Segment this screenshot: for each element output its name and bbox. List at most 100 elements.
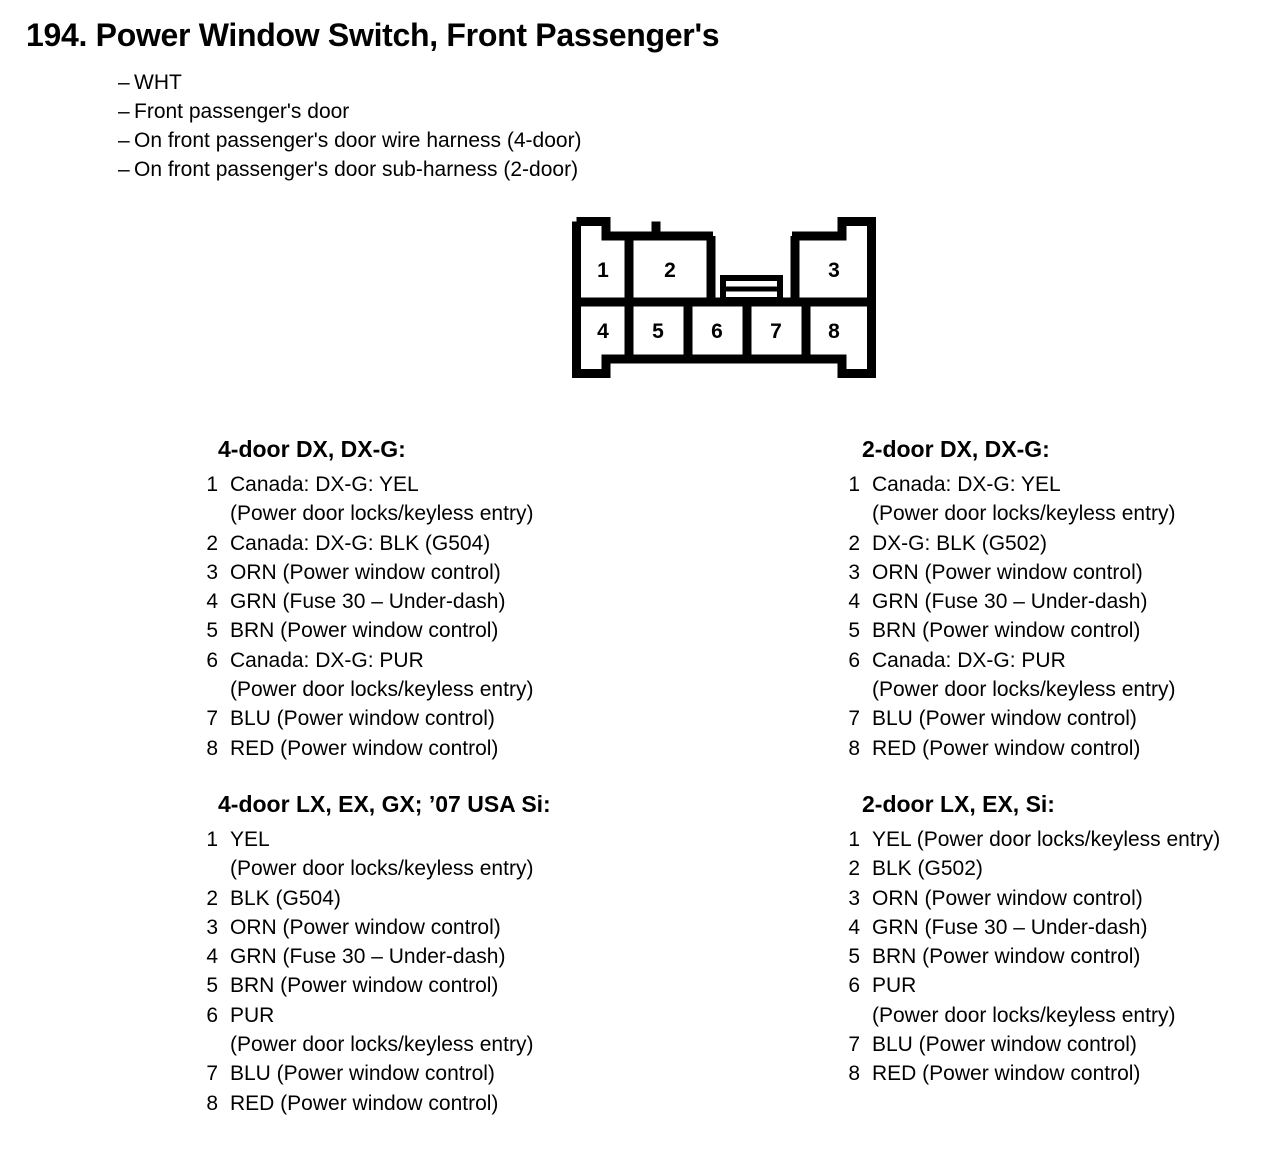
pin-description: Canada: DX-G: PUR	[872, 648, 1066, 672]
pin-description: BLK (G504)	[230, 886, 341, 910]
pin-description: ORN (Power window control)	[872, 886, 1143, 910]
connector-pin-numbers: 1 2 3 4 5 6 7 8	[597, 259, 840, 343]
pin-number: 7	[206, 707, 218, 731]
pin-description: Canada: DX-G: YEL	[230, 473, 419, 496]
pin-description: ORN (Power window control)	[872, 560, 1143, 584]
pin-number: 1	[848, 473, 860, 496]
connector-detail-list: –WHT–Front passenger's door–On front pas…	[118, 68, 582, 184]
pin-description: GRN (Fuse 30 – Under-dash)	[230, 590, 506, 614]
pin-row: 7 BLU (Power window control)	[196, 704, 533, 733]
dash-icon: –	[118, 158, 130, 181]
pin-row: 4 GRN (Fuse 30 – Under-dash)	[838, 587, 1175, 616]
pin-description: BRN (Power window control)	[872, 619, 1141, 643]
page-title: 194. Power Window Switch, Front Passenge…	[26, 17, 720, 53]
pin-number: 8	[848, 1062, 860, 1086]
detail-text: On front passenger's door sub-harness (2…	[134, 158, 579, 181]
detail-line: –Front passenger's door	[118, 97, 582, 126]
detail-line: –On front passenger's door wire harness …	[118, 126, 582, 155]
pin-row: 2 Canada: DX-G: BLK (G504)	[196, 529, 533, 558]
pin-description: ORN (Power window control)	[230, 915, 501, 939]
pin-number: 2	[206, 886, 218, 910]
detail-text: On front passenger's door wire harness (…	[134, 129, 582, 152]
locking-tab-icon	[720, 275, 783, 303]
pin-number: 1	[206, 473, 218, 496]
pin-number: 3	[206, 915, 218, 939]
pin-number: 4	[206, 590, 218, 614]
pin-description: BLU (Power window control)	[872, 707, 1137, 731]
pin-description: RED (Power window control)	[230, 1091, 499, 1115]
connector-bottom-cell-dividers	[624, 302, 811, 359]
pin-description: BLU (Power window control)	[230, 707, 495, 731]
pin-number: 2	[206, 531, 218, 555]
section-heading: 2-door DX, DX-G:	[862, 436, 1050, 462]
pin-description: BLK (G502)	[872, 857, 983, 881]
pin-number: 4	[206, 945, 218, 969]
pin-row: 3 ORN (Power window control)	[196, 913, 551, 942]
pin-row: 1 Canada: DX-G: YEL	[838, 470, 1175, 499]
pin-number: 4	[848, 915, 860, 939]
pin-description-continued: (Power door locks/keyless entry)	[230, 857, 534, 881]
pin-row: 7 BLU (Power window control)	[838, 704, 1175, 733]
pin-list: 1 Canada: DX-G: YEL (Power door locks/keyl…	[196, 470, 533, 763]
pin-number: 7	[848, 1033, 860, 1057]
pin-list: 1 Canada: DX-G: YEL (Power door locks/keyl…	[838, 470, 1175, 763]
detail-text: Front passenger's door	[134, 100, 350, 123]
pin-description: RED (Power window control)	[872, 736, 1141, 760]
pin-number: 5	[848, 945, 860, 969]
pin-number: 8	[206, 1091, 218, 1115]
detail-line: –WHT	[118, 68, 582, 97]
pin-number: 5	[206, 974, 218, 998]
pin-description: Canada: DX-G: YEL	[872, 473, 1061, 496]
pin-description: BRN (Power window control)	[230, 619, 499, 643]
pin-label-5: 5	[652, 320, 664, 343]
pin-label-3: 3	[828, 259, 840, 282]
pin-number: 6	[206, 648, 218, 672]
dash-icon: –	[118, 100, 130, 123]
pin-label-2: 2	[664, 259, 676, 282]
pin-label-1: 1	[597, 259, 609, 282]
pin-number: 6	[848, 974, 860, 998]
pin-description: RED (Power window control)	[230, 736, 499, 760]
pin-description: YEL	[230, 828, 270, 851]
dash-icon: –	[118, 129, 130, 152]
pin-number: 4	[848, 590, 860, 614]
detail-text: WHT	[134, 71, 182, 94]
pin-description: Canada: DX-G: BLK (G504)	[230, 531, 491, 555]
pin-description: PUR	[230, 1003, 275, 1027]
section-heading: 4-door LX, EX, GX; ’07 USA Si:	[218, 791, 551, 817]
detail-line: –On front passenger's door sub-harness (…	[118, 155, 582, 184]
pin-row: 6 PUR	[838, 971, 1220, 1000]
pin-number: 2	[848, 857, 860, 881]
pin-row: 2 DX-G: BLK (G502)	[838, 529, 1175, 558]
pin-description-continued: (Power door locks/keyless entry)	[872, 678, 1176, 702]
pin-number: 1	[848, 828, 860, 851]
pin-row: 3 ORN (Power window control)	[838, 558, 1175, 587]
pin-number: 7	[848, 707, 860, 731]
pin-label-4: 4	[597, 320, 609, 343]
pin-description: DX-G: BLK (G502)	[872, 531, 1048, 555]
pin-section-2door-dxg: 2-door DX, DX-G: 1 Canada: DX-G: YEL (Powe…	[838, 436, 1175, 763]
connector-diagram: 1 2 3 4 5 6 7 8	[560, 205, 890, 390]
pin-label-8: 8	[828, 320, 840, 343]
pin-description-continued: (Power door locks/keyless entry)	[872, 502, 1176, 526]
pin-description: GRN (Fuse 30 – Under-dash)	[872, 590, 1148, 614]
pin-description: ORN (Power window control)	[230, 560, 501, 584]
pin-description: PUR	[872, 974, 917, 998]
pin-description-continued: (Power door locks/keyless entry)	[230, 678, 534, 702]
pin-number: 3	[848, 560, 860, 584]
pin-number: 2	[848, 531, 860, 555]
